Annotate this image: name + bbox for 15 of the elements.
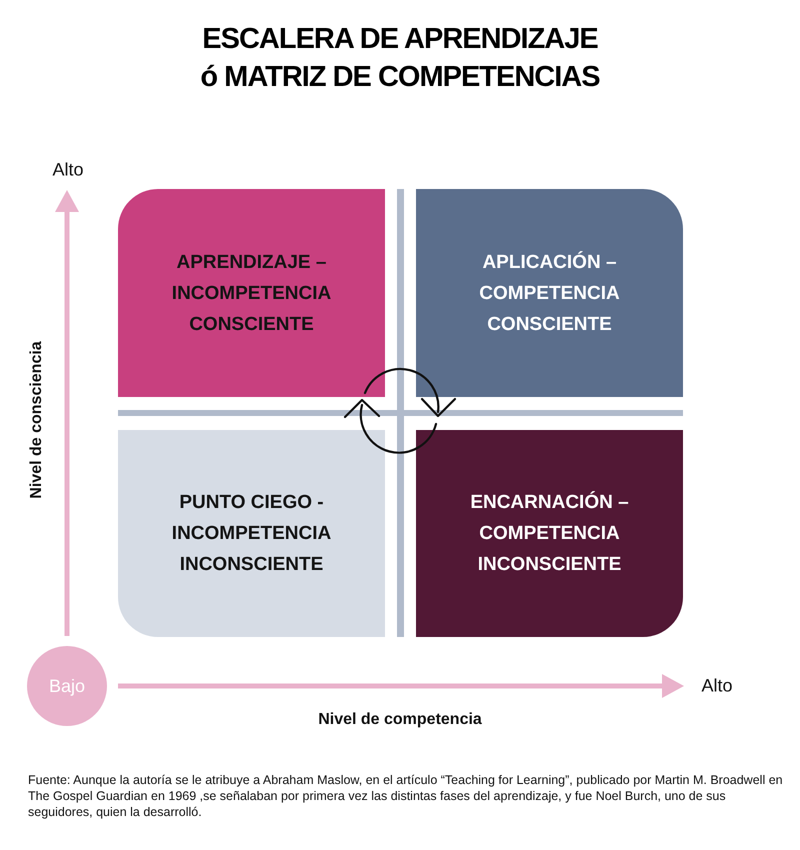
axis-end-label: Alto bbox=[52, 160, 84, 180]
quadrant-title: ENCARNACIÓN – COMPETENCIA INCONSCIENTE bbox=[469, 490, 630, 577]
axis-end-label: Alto bbox=[701, 676, 733, 696]
quadrant-title: APRENDIZAJE – INCOMPETENCIA CONSCIENTE bbox=[170, 250, 332, 336]
diagram-title: ESCALERA DE APRENDIZAJE ó MATRIZ DE COMPETENCIAS bbox=[200, 23, 600, 93]
source-note: Fuente: Aunque la autoría se le atribuye a Abraham Maslow, en el artículo “Teaching for Learning”, publicado por Martin M. Broadwell en The Gospel Guardian en 1969 ,se señalaban por primera vez las distintas fases del aprendizaje, y fue Noel Burch, uno de sus seguidores, quien la desarrolló. bbox=[28, 772, 783, 820]
axis-title: Nivel de competencia bbox=[318, 711, 482, 729]
quadrant-panel bbox=[416, 189, 683, 397]
quadrant-title: APLICACIÓN – COMPETENCIA CONSCIENTE bbox=[478, 250, 621, 336]
axis-title: Nivel de consciencia bbox=[28, 341, 46, 499]
quadrant-panel bbox=[118, 189, 385, 397]
origin-label: Bajo bbox=[48, 675, 86, 697]
quadrant-title: PUNTO CIEGO - INCOMPETENCIA INCONSCIENTE bbox=[170, 491, 332, 577]
quadrant-panel bbox=[118, 430, 385, 637]
quadrant-panel bbox=[416, 430, 683, 637]
